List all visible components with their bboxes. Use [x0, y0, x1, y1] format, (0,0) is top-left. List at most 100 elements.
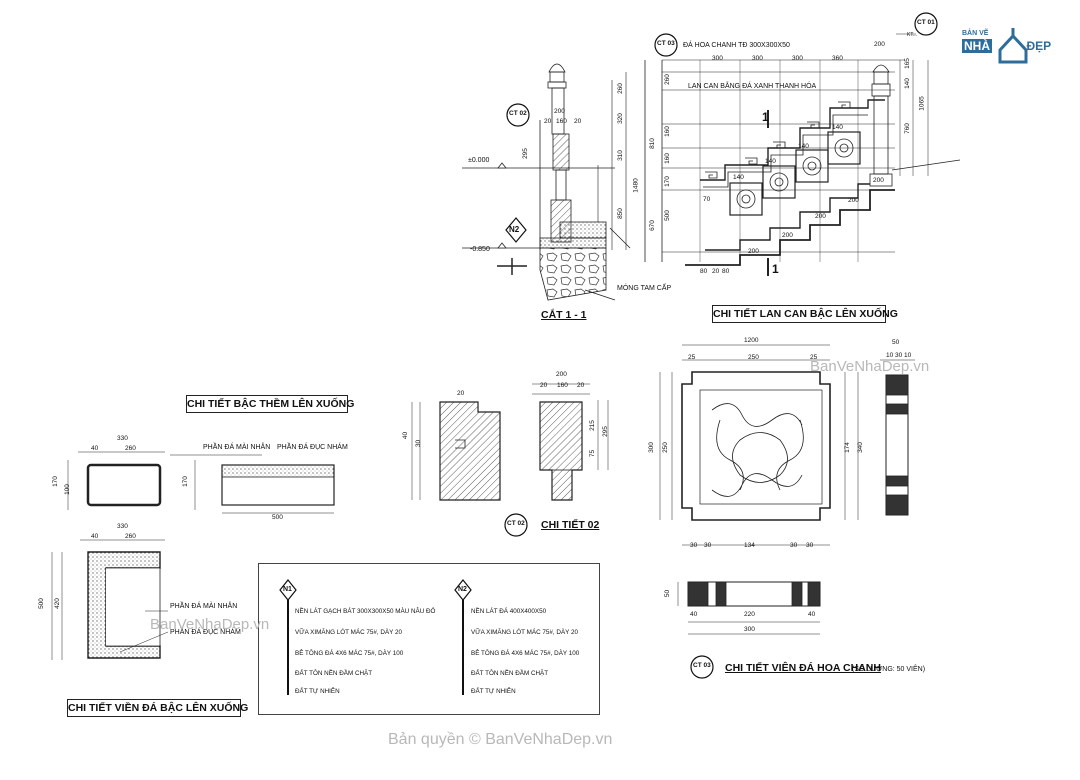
dim-flower-40a: 40 — [690, 611, 698, 618]
title-detail-02: CHI TIẾT 02 — [541, 519, 600, 531]
note-polished-b: PHẦN ĐÁ MÀI NHẴN — [170, 603, 238, 610]
dim-flower-50v: 50 — [664, 589, 672, 598]
note-rough-a: PHẦN ĐÁ ĐỤC NHÁM — [277, 444, 348, 451]
dim-step-500: 500 — [272, 514, 283, 521]
dim-section-20b: 20 — [574, 118, 582, 125]
legend-n2-item: ĐẤT TÔN NỀN ĐẦM CHẶT — [471, 670, 549, 677]
title-railing: CHI TIẾT LAN CAN BẬC LÊN XUỐNG — [712, 305, 898, 323]
dim-step-100: 100 — [63, 484, 71, 495]
title-border-stone: CHI TIẾT VIỀN ĐÁ BẬC LÊN XUỐNG — [67, 699, 248, 717]
logo-brand-b: ĐẸP — [1026, 39, 1052, 53]
brand-logo[interactable]: BẢN VẼ NHÀ ĐẸP — [962, 30, 1051, 55]
dim-step-330: 330 — [117, 435, 128, 442]
dim-rail-810: 810 — [648, 138, 656, 149]
section-1-1-drawing — [462, 63, 631, 301]
dim-d02-215: 215 — [588, 420, 596, 431]
dim-section-200: 200 — [554, 108, 565, 115]
dim-rail-300b: 300 — [752, 55, 763, 62]
dim-rail-360: 360 — [832, 55, 843, 62]
legend-n2-item: NỀN LÁT ĐÁ 400X400X50 — [471, 608, 547, 615]
legend-n1-item: VỮA XIMĂNG LÓT MÁC 75#, DÀY 20 — [295, 629, 402, 636]
dim-flower-30e: 30 — [895, 352, 903, 359]
dim-step-170: 170 — [51, 476, 59, 487]
dim-rail-760: 760 — [903, 123, 911, 134]
dim-rail-260: 260 — [663, 74, 671, 85]
dim-section-850: 850 — [616, 208, 624, 219]
dim-rail-160b: 160 — [663, 153, 671, 164]
dim-border-500: 500 — [37, 598, 45, 609]
tag-ct01-sub: KT... — [907, 32, 918, 38]
dim-flower-25a: 25 — [688, 354, 696, 361]
watermark-bottom: Bản quyền © BanVeNhaDep.vn — [388, 731, 613, 748]
dim-step-170b: 170 — [181, 476, 189, 487]
dim-flower-10b: 10 — [904, 352, 912, 359]
dim-rail-200d: 200 — [782, 232, 793, 239]
legend-n2-item: BÊ TÔNG ĐÁ 4X6 MÁC 75#, DÀY 100 — [471, 650, 580, 657]
tag-ct01: CT 01 — [917, 19, 935, 26]
dim-rail-300a: 300 — [712, 55, 723, 62]
section-mark-bottom: 1 — [772, 262, 779, 276]
dim-flower-1200: 1200 — [744, 337, 759, 344]
dim-rail-165: 165 — [903, 58, 911, 69]
dim-flower-340: 340 — [856, 442, 864, 453]
dim-section-160: 160 — [556, 118, 567, 125]
dim-section-260: 260 — [616, 83, 624, 94]
flower-quantity: (SỐ LƯỢNG: 50 VIÊN) — [852, 666, 926, 673]
dim-section-20: 20 — [544, 118, 552, 125]
dim-rail-1065: 1065 — [918, 96, 926, 111]
dim-rail-200-top: 200 — [874, 41, 885, 48]
tag-n2-section: N2 — [509, 225, 520, 234]
legend-n2-item: VỮA XIMĂNG LÓT MÁC 75#, DÀY 20 — [471, 629, 578, 636]
level-zero: ±0.000 — [468, 157, 490, 164]
dim-rail-200b: 200 — [848, 197, 859, 204]
dim-step-260: 260 — [125, 445, 136, 452]
floor-legend-box: N1 N2 NỀN LÁT GẠCH BÁT 300X300X50 MÀU NÂ… — [258, 563, 600, 715]
logo-small-text: BẢN VẼ — [962, 30, 989, 37]
flower-stone-drawing — [659, 344, 915, 635]
dim-flower-30c: 30 — [790, 542, 798, 549]
dim-section-320: 320 — [616, 113, 624, 124]
legend-tag-n2: N2 — [458, 586, 467, 593]
dim-rail-80b: 80 — [722, 268, 730, 275]
foundation-note: MÓNG TAM CẤP — [617, 285, 672, 292]
dim-flower-174: 174 — [843, 442, 851, 453]
tag-ct03-detail: CT 03 — [693, 662, 711, 669]
dim-d02-20c: 20 — [457, 390, 465, 397]
logo-brand-a: NHÀ — [962, 39, 992, 53]
dim-rail-300c: 300 — [792, 55, 803, 62]
note-rough-b: PHẦN ĐÁ ĐỤC NHÁM — [170, 629, 241, 636]
watermark-right: BanVeNhaDep.vn — [810, 358, 930, 375]
detail-bubbles — [504, 12, 938, 679]
dim-rail-670: 670 — [648, 220, 656, 231]
dim-rail-80: 80 — [700, 268, 708, 275]
dim-flower-250v: 250 — [661, 442, 669, 453]
dim-rail-200e: 200 — [748, 248, 759, 255]
tag-ct02-detail: CT 02 — [507, 520, 525, 527]
dim-flower-10a: 10 — [886, 352, 894, 359]
legend-n1-item: BÊ TÔNG ĐÁ 4X6 MÁC 75#, DÀY 100 — [295, 650, 404, 657]
dim-flower-134: 134 — [744, 542, 755, 549]
legend-n1-item: NỀN LÁT GẠCH BÁT 300X300X50 MÀU NÂU ĐỎ — [295, 608, 436, 615]
dim-d02-30: 30 — [415, 439, 423, 448]
title-step-detail: CHI TIẾT BẬC THỀM LÊN XUỐNG — [186, 395, 354, 413]
dim-rail-200c: 200 — [815, 213, 826, 220]
dim-flower-220: 220 — [744, 611, 755, 618]
dim-border-40: 40 — [91, 533, 99, 540]
dim-d02-200: 200 — [556, 371, 567, 378]
dim-flower-30a: 30 — [690, 542, 698, 549]
railing-material-note: LAN CAN BẰNG ĐÁ XANH THANH HÓA — [688, 83, 817, 90]
legend-tags — [279, 217, 527, 601]
dim-step-40: 40 — [91, 445, 99, 452]
dim-d02-295: 295 — [601, 426, 609, 437]
dim-d02-20b: 20 — [577, 382, 585, 389]
legend-n2-item: ĐẤT TỰ NHIÊN — [471, 688, 516, 695]
border-stone-drawing — [51, 539, 169, 660]
dim-rail-140c: 140 — [765, 158, 776, 165]
dim-border-330: 330 — [117, 523, 128, 530]
dim-section-310: 310 — [616, 150, 624, 161]
step-detail-drawing — [67, 451, 335, 514]
dim-rail-200a: 200 — [873, 177, 884, 184]
dim-d02-160: 160 — [557, 382, 568, 389]
railing-elevation-drawing — [644, 33, 961, 276]
